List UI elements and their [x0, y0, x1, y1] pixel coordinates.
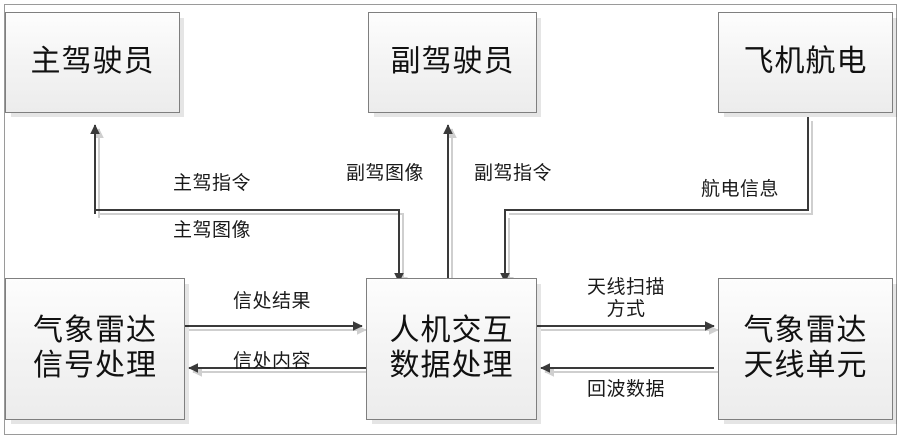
edge-label-copilot-cmd: 副驾指令 [473, 162, 552, 184]
edge-label-avionics-info: 航电信息 [700, 178, 779, 200]
node-signal-processing[interactable]: 气象雷达 信号处理 [5, 278, 185, 420]
node-pilot[interactable]: 主驾驶员 [5, 12, 180, 113]
node-copilot[interactable]: 副驾驶员 [368, 12, 537, 113]
node-hmi-data-processing[interactable]: 人机交互 数据处理 [366, 278, 537, 420]
edge-label-pilot-cmd: 主驾指令 [172, 172, 251, 194]
node-antenna-unit[interactable]: 气象雷达 天线单元 [718, 278, 893, 420]
edge-label-pilot-img: 主驾图像 [172, 219, 251, 241]
node-avionics[interactable]: 飞机航电 [718, 12, 893, 113]
edge-label-sp-content: 信处内容 [232, 350, 311, 372]
node-copilot-label: 副驾驶员 [390, 44, 515, 80]
edge-label-copilot-img: 副驾图像 [345, 162, 424, 184]
edge-label-echo-data: 回波数据 [586, 378, 665, 400]
node-hmi-data-processing-label: 人机交互 数据处理 [389, 313, 514, 383]
edge-label-scan-mode: 天线扫描 方式 [586, 276, 665, 321]
node-pilot-label: 主驾驶员 [30, 44, 155, 80]
node-antenna-unit-label: 气象雷达 天线单元 [743, 313, 868, 383]
node-avionics-label: 飞机航电 [743, 44, 868, 80]
node-signal-processing-label: 气象雷达 信号处理 [33, 313, 157, 383]
edge-label-sp-result: 信处结果 [232, 290, 311, 312]
